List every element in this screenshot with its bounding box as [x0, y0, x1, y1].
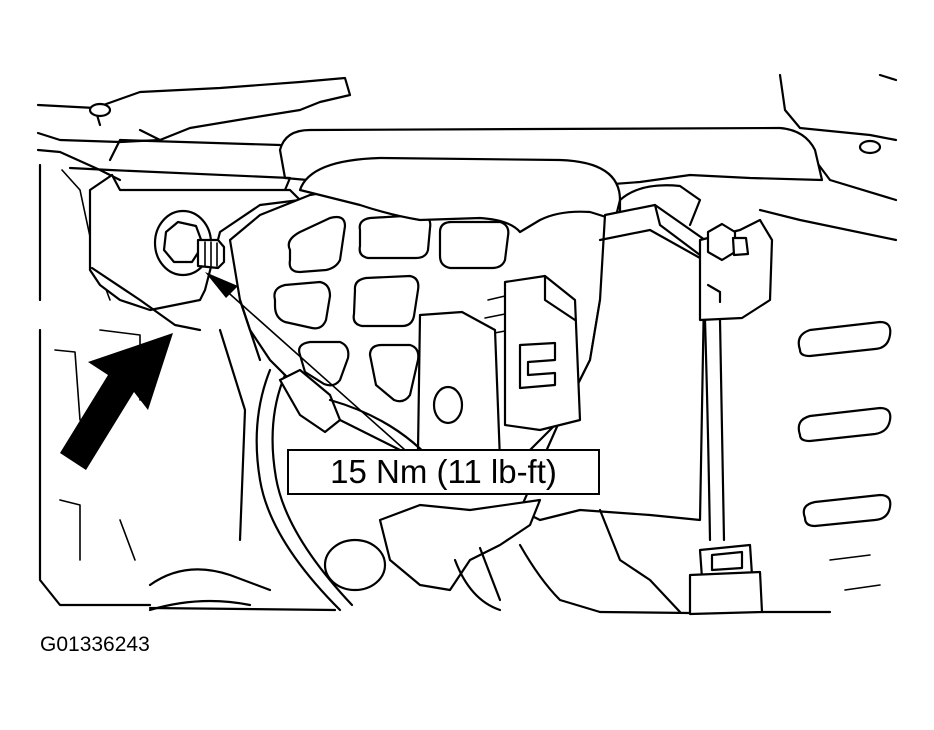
- mount-stud-left: [88, 102, 112, 118]
- view-boundary-bottom: [148, 606, 832, 615]
- callout-leader: [205, 272, 406, 451]
- wire-harness-right: [688, 318, 764, 616]
- body-panel: [36, 73, 898, 607]
- mount-stud-right: [858, 139, 882, 155]
- figure-id-label: G01336243: [40, 633, 150, 656]
- right-nut-bolt: [698, 218, 774, 322]
- casting-arch: [298, 156, 702, 234]
- left-nut-bolt: [153, 209, 226, 277]
- panel-ribs: [797, 320, 892, 591]
- torque-spec-callout: 15 Nm (11 lb-ft): [287, 449, 600, 495]
- pedal-arm-lower: [148, 298, 682, 614]
- torque-spec-label: 15 Nm (11 lb-ft): [330, 453, 557, 490]
- location-arrow-icon: [60, 333, 173, 470]
- brake-switch-module: [518, 203, 707, 522]
- electrical-connector: [416, 274, 582, 472]
